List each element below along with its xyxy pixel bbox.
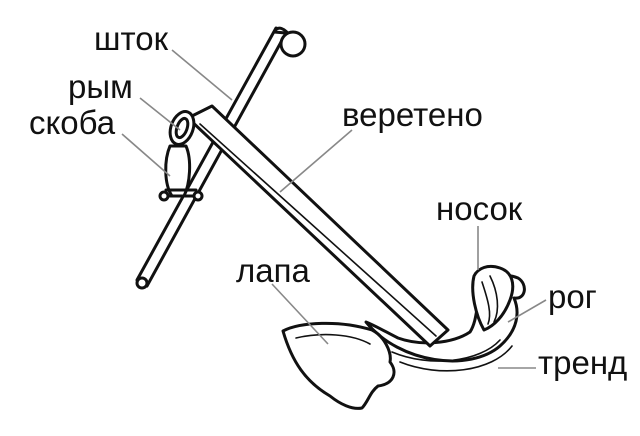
anchor-bill — [471, 264, 515, 332]
leader-horn — [507, 299, 547, 323]
label-ring: рым — [68, 68, 133, 105]
label-crown: тренд — [538, 344, 627, 381]
label-shank: веретено — [342, 96, 483, 133]
anchor-fluke-left — [281, 321, 396, 410]
anchor-stock — [135, 26, 307, 290]
anchor-shank — [186, 104, 450, 348]
leader-stock — [171, 49, 233, 101]
leader-lines — [121, 49, 547, 369]
label-bill: носок — [436, 190, 523, 227]
label-horn: рог — [548, 278, 597, 315]
label-shackle: скоба — [29, 104, 116, 141]
leader-fluke — [271, 283, 329, 345]
leader-shank — [279, 129, 353, 193]
leader-shackle — [121, 133, 171, 177]
label-fluke: лапа — [236, 252, 310, 289]
label-stock: шток — [94, 20, 169, 57]
leader-ring — [139, 97, 181, 131]
anchor-shackle — [158, 144, 204, 202]
